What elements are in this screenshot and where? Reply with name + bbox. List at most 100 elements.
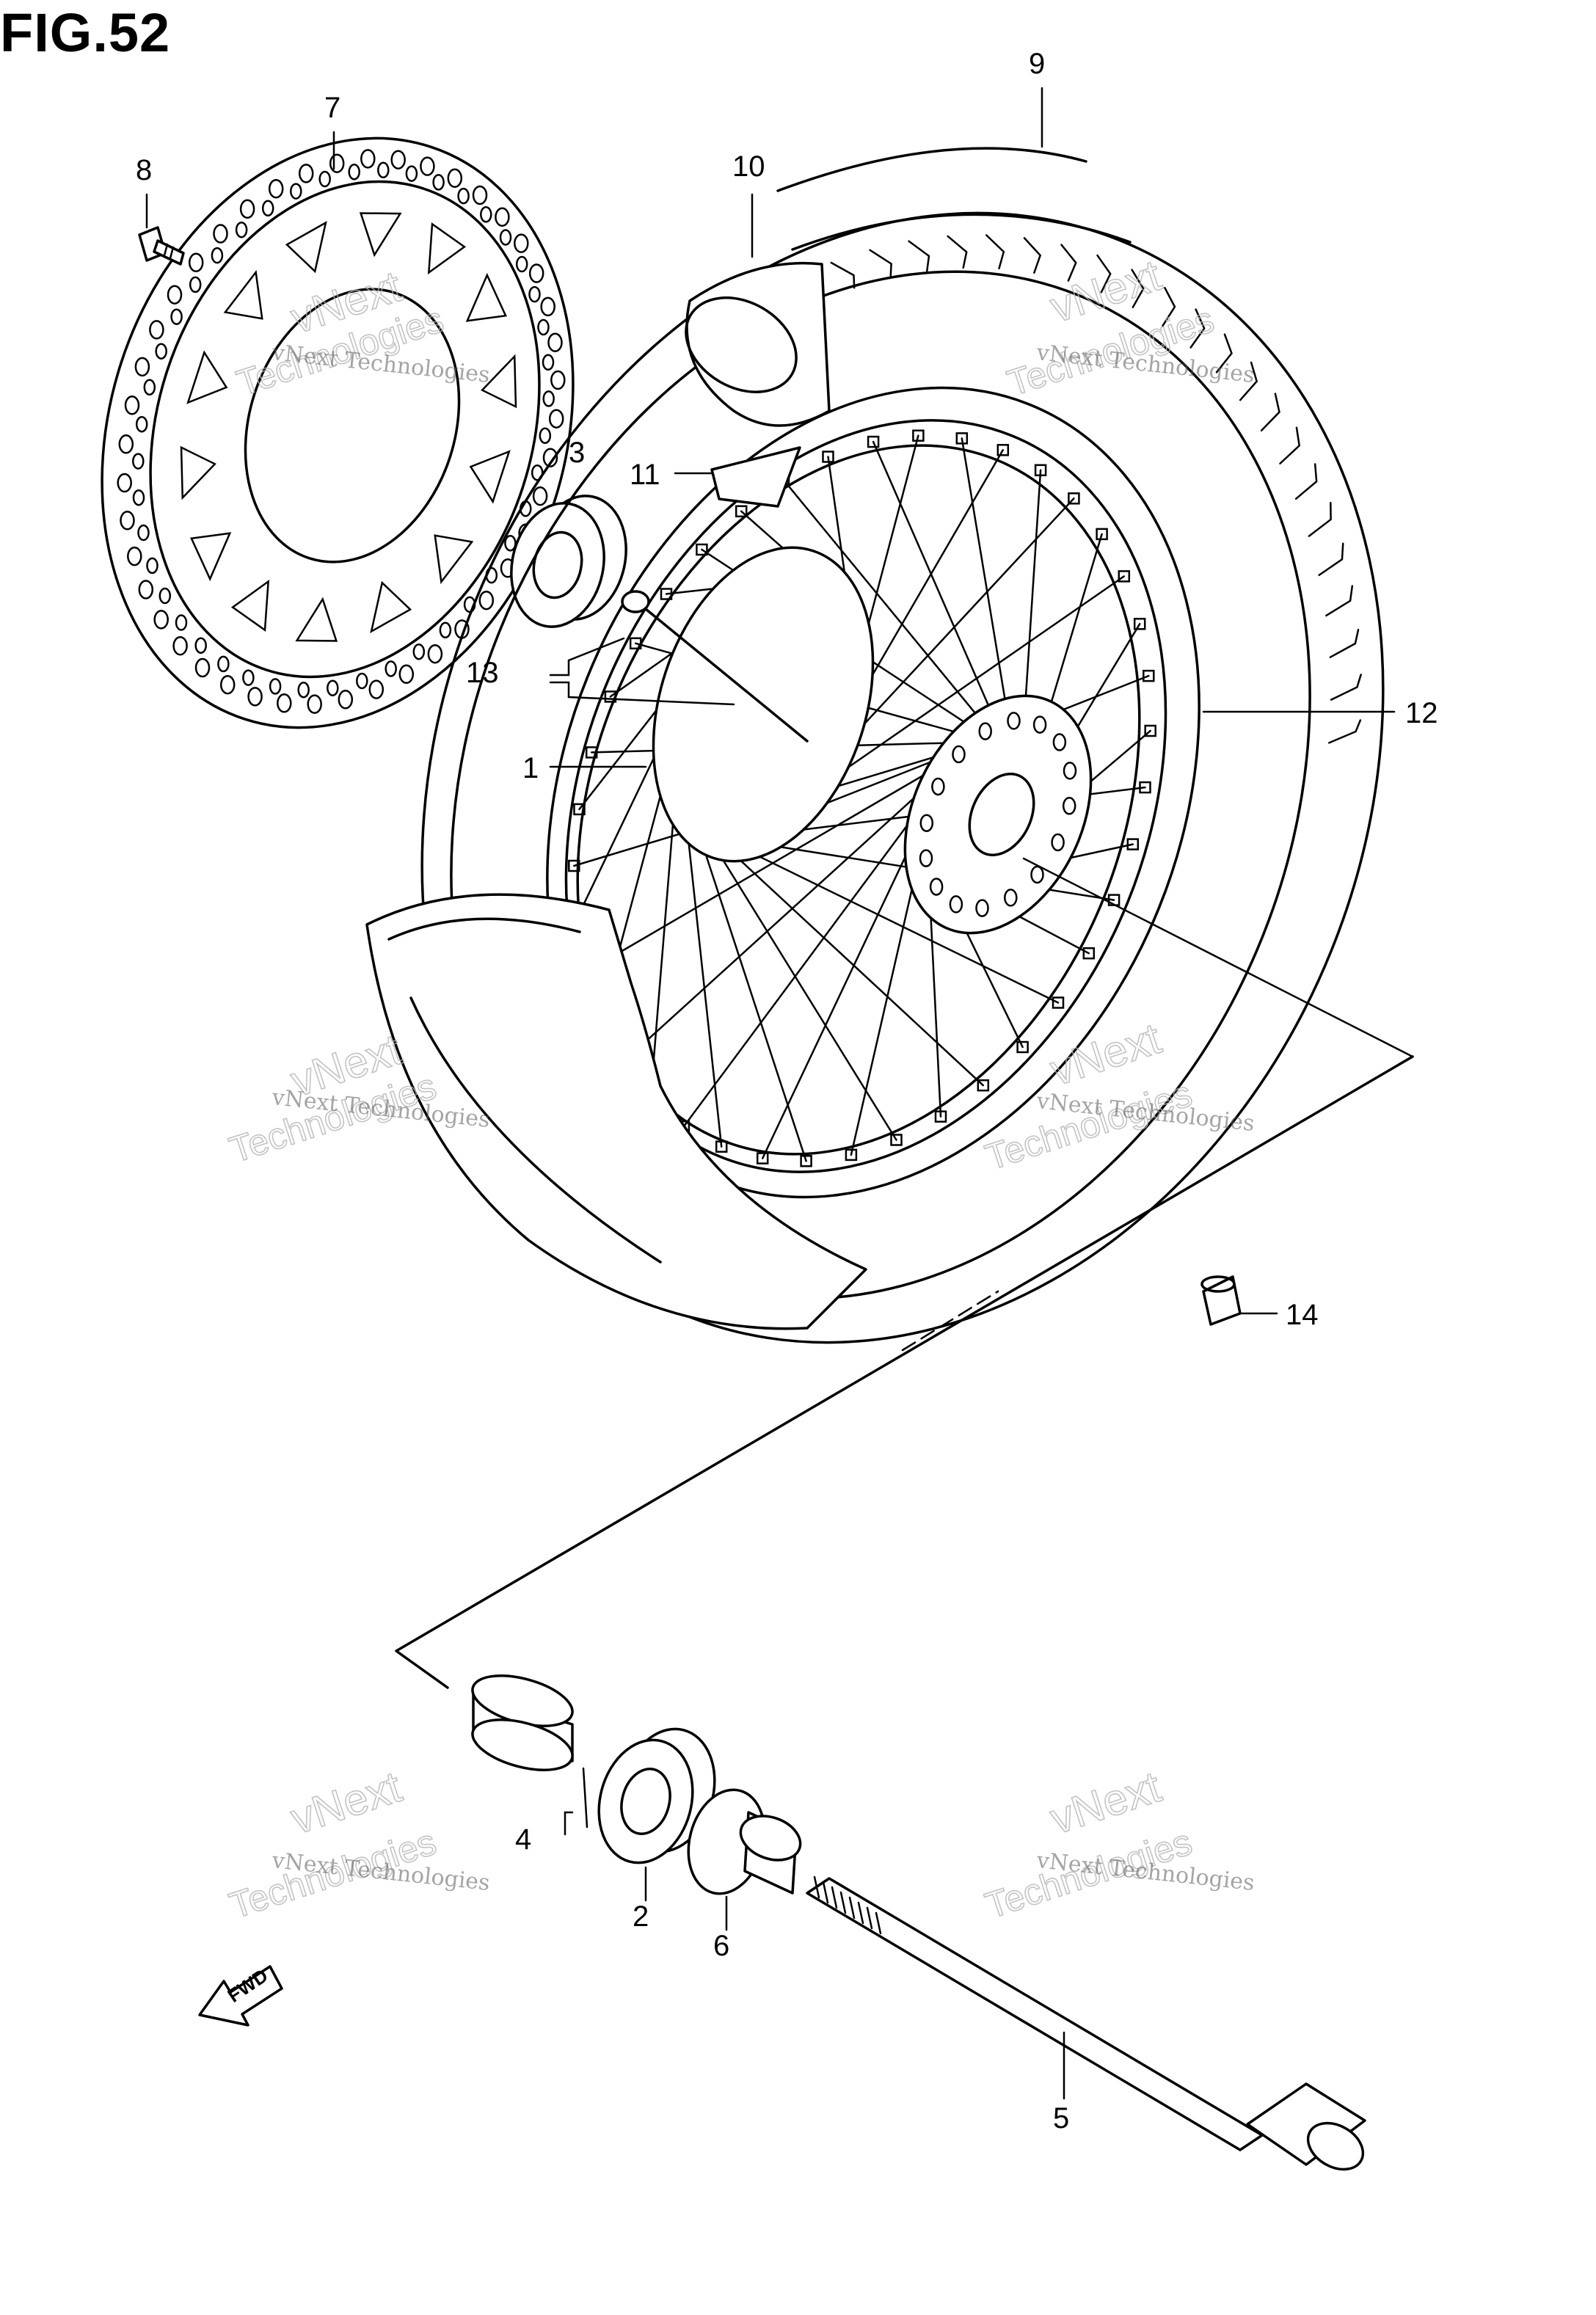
disc-hole: [472, 185, 488, 205]
disc-hole: [298, 164, 314, 183]
disc-hole: [189, 276, 202, 294]
spoke-nipple-end: [1068, 492, 1080, 505]
hub-hole: [1032, 715, 1047, 734]
disc-hole: [542, 448, 558, 467]
spoke-nipple-end: [735, 505, 748, 518]
spoke-nipple-end: [1082, 947, 1096, 960]
hub-hole: [975, 899, 989, 917]
spoke-nipple-end: [573, 803, 586, 816]
tread-block: [1096, 254, 1112, 294]
spoke-nipple-end: [585, 746, 598, 759]
disc-hole: [132, 453, 145, 470]
axle-thread: [866, 1906, 873, 1930]
disc-slot: [465, 272, 507, 322]
tread-block: [1318, 542, 1344, 577]
spoke-nipple-end: [629, 637, 642, 650]
valve-cap: [1200, 1275, 1242, 1326]
hub-hole: [1004, 889, 1018, 907]
disc-hole: [327, 679, 339, 696]
disc-hole: [540, 296, 555, 317]
tread-block: [1308, 502, 1332, 537]
callout-8: 8: [136, 154, 152, 186]
disc-hole: [390, 150, 406, 169]
spoke-nipple-end: [1034, 464, 1047, 477]
disc-hole: [427, 644, 443, 664]
hub-hole: [931, 777, 945, 796]
disc-hole: [261, 200, 274, 217]
tread-block: [947, 235, 968, 269]
axle-thread: [875, 1911, 882, 1935]
spoke-nipple-end: [1143, 669, 1155, 682]
disc-hole: [514, 233, 529, 253]
hub-hole: [952, 745, 966, 764]
spoke-nipple-end: [696, 543, 708, 556]
callout-2: 2: [633, 1900, 649, 1933]
disc-slot: [190, 532, 232, 582]
leader-lines: [145, 87, 1396, 2100]
disc-slot: [469, 450, 511, 504]
callout-10: 10: [732, 150, 765, 183]
spoke-nipple-end: [715, 1140, 728, 1153]
tread-block: [1023, 237, 1042, 274]
spoke-nipple-end: [890, 1134, 903, 1146]
hub-hole: [929, 878, 944, 896]
spoke-nipple-end: [660, 588, 673, 600]
disc-slot: [186, 350, 228, 404]
callout-labels: 7 8 9 10 11 3 13 1 12 14 4 2 6 5: [136, 48, 1438, 2134]
axle-thread: [813, 1875, 820, 1899]
tread-block: [869, 249, 892, 279]
callout-14: 14: [1286, 1299, 1319, 1331]
tread-block: [1215, 333, 1233, 373]
disc-hole: [213, 224, 228, 244]
tread-block: [1239, 361, 1258, 401]
spoke-nipple-end: [934, 1110, 947, 1123]
disc-slot: [180, 445, 216, 500]
disc-hole: [539, 427, 552, 445]
disc-hole: [153, 610, 169, 630]
spoke: [839, 497, 1075, 751]
disc-hole: [194, 637, 207, 654]
spoke-nipple-end: [1144, 724, 1156, 737]
hub-hole: [1062, 797, 1076, 815]
disc-slot: [285, 221, 327, 274]
disc-hole: [194, 657, 211, 678]
disc-hole: [348, 164, 360, 181]
disc-hole: [155, 343, 167, 360]
spoke: [818, 575, 1126, 789]
disc-hole: [211, 247, 224, 264]
disc-hole: [550, 370, 566, 390]
spacer: [471, 1674, 574, 1771]
watermark-vnext: vNext: [1044, 1762, 1167, 1843]
tread-block: [985, 234, 1005, 270]
disc-hole: [542, 390, 555, 407]
disc-hole: [515, 255, 528, 273]
tread-block: [1279, 426, 1301, 464]
disc-hole: [124, 395, 140, 415]
disc-hole: [447, 168, 463, 189]
tread-block: [1330, 674, 1362, 701]
disc-slot: [295, 597, 338, 642]
hub-hole: [1051, 833, 1065, 852]
watermark-vnext: vNext: [1044, 1013, 1167, 1095]
watermark-vnext: vNext: [285, 1762, 407, 1843]
disc-hole: [360, 149, 376, 169]
disc-slot: [427, 222, 467, 275]
axle-thread: [848, 1896, 856, 1920]
disc-hole: [290, 183, 302, 200]
disc-hole: [172, 635, 188, 656]
disc-hole: [532, 486, 548, 506]
disc-hole: [277, 693, 292, 713]
axle: [806, 1875, 1366, 2171]
tread-block: [1329, 629, 1360, 658]
disc-hole: [138, 580, 154, 599]
axle-thread: [831, 1886, 838, 1909]
disc-hole: [239, 199, 255, 219]
callout-11: 11: [630, 459, 660, 491]
disc-hole: [480, 206, 492, 223]
callout-7: 7: [324, 92, 340, 124]
disc-hole: [242, 669, 255, 686]
disc-slot: [370, 580, 412, 633]
disc-hole: [143, 379, 156, 396]
spoke-nipple-end: [955, 432, 969, 445]
disc-hole: [548, 409, 564, 429]
